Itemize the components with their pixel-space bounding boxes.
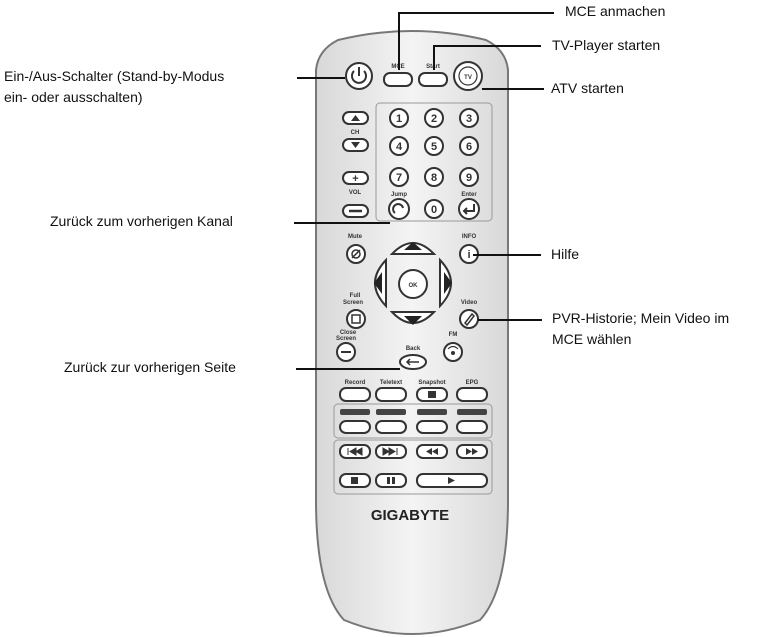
mute-button[interactable] [346, 244, 366, 264]
callout-prev-channel: Zurück zum vorherigen Kanal [50, 213, 233, 229]
callout-help: Hilfe [551, 246, 580, 262]
ok-button[interactable]: OK [398, 269, 428, 299]
back-button[interactable] [399, 354, 427, 370]
digit-1-button[interactable]: 1 [389, 108, 409, 128]
teletext-button[interactable] [375, 387, 407, 402]
fullscreen-label: Screen [343, 300, 363, 306]
callout-power-1: Ein-/Aus-Schalter (Stand-by-Modus [4, 68, 225, 84]
tv-label: TV [464, 75, 472, 81]
callout-line-prev-channel [294, 222, 390, 224]
video-button[interactable] [459, 309, 479, 329]
svg-text:i: i [467, 249, 470, 261]
svg-text:2: 2 [431, 113, 437, 125]
callout-line-help [473, 254, 541, 256]
callout-line-tv-player-v [433, 45, 435, 70]
fullscreen-button[interactable] [346, 309, 366, 329]
svg-text:9: 9 [466, 172, 472, 184]
digit-0-button[interactable]: 0 [424, 199, 444, 219]
svg-text:5: 5 [431, 141, 437, 153]
digit-8-button[interactable]: 8 [424, 167, 444, 187]
callout-atv: ATV starten [551, 80, 624, 96]
svg-text:1: 1 [396, 113, 402, 125]
play-button[interactable] [416, 473, 488, 488]
numpad-panel [375, 102, 493, 222]
epg-label: EPG [466, 380, 479, 386]
callout-mce-on: MCE anmachen [565, 3, 666, 19]
close-screen-button[interactable] [336, 342, 356, 362]
color-key-4[interactable] [456, 409, 488, 434]
fm-button[interactable] [443, 342, 463, 362]
mce-button[interactable] [383, 72, 413, 87]
digit-7-button[interactable]: 7 [389, 167, 409, 187]
vol-label: VOL [349, 190, 362, 196]
svg-text:+: + [352, 173, 358, 185]
record-button[interactable] [339, 387, 371, 402]
svg-text:4: 4 [396, 141, 403, 153]
closescreen-label: Screen [336, 336, 356, 342]
callout-pvr-2: MCE wählen [552, 331, 632, 347]
callout-pvr-1: PVR-Historie; Mein Video im [552, 310, 730, 326]
svg-text:0: 0 [431, 204, 437, 216]
svg-text:3: 3 [466, 113, 472, 125]
epg-button[interactable] [456, 387, 488, 402]
enter-label: Enter [461, 192, 477, 198]
prev-track-button[interactable] [339, 444, 371, 459]
start-button[interactable] [418, 72, 448, 87]
close-label: Close [340, 330, 357, 336]
digit-4-button[interactable]: 4 [389, 136, 409, 156]
tv-button[interactable]: TV [453, 61, 483, 91]
jump-label: Jump [391, 192, 407, 198]
stop-button[interactable] [339, 473, 371, 488]
digit-6-button[interactable]: 6 [459, 136, 479, 156]
callout-line-mce-v [398, 12, 400, 70]
digit-9-button[interactable]: 9 [459, 167, 479, 187]
svg-text:6: 6 [466, 141, 472, 153]
rewind-button[interactable] [416, 444, 448, 459]
callout-line-power [297, 77, 345, 79]
back-label: Back [406, 346, 421, 352]
callout-power-2: ein- oder ausschalten) [4, 89, 143, 105]
callout-line-mce [398, 12, 554, 14]
teletext-label: Teletext [380, 380, 402, 386]
callout-line-atv [482, 88, 544, 90]
color-key-3[interactable] [416, 409, 448, 434]
full-label: Full [350, 293, 361, 299]
ch-label: CH [351, 130, 360, 136]
fast-forward-button[interactable] [456, 444, 488, 459]
callout-prev-page: Zurück zur vorherigen Seite [64, 359, 236, 375]
vol-up-button[interactable] [342, 171, 369, 185]
enter-button[interactable] [458, 198, 480, 220]
color-key-1[interactable] [339, 409, 371, 434]
fm-label: FM [449, 332, 458, 338]
callout-tv-player: TV-Player starten [552, 37, 661, 53]
record-label: Record [345, 380, 366, 386]
power-button[interactable] [345, 62, 373, 90]
video-label: Video [461, 300, 478, 306]
next-track-button[interactable] [375, 444, 407, 459]
digit-2-button[interactable]: 2 [424, 108, 444, 128]
snapshot-label: Snapshot [418, 380, 445, 386]
pause-button[interactable] [375, 473, 407, 488]
color-key-2[interactable] [375, 409, 407, 434]
brand-logo: GIGABYTE [371, 507, 449, 524]
callout-line-pvr [478, 319, 542, 321]
callout-line-prev-page [296, 368, 400, 370]
mute-label: Mute [348, 234, 363, 240]
jump-button[interactable] [388, 198, 410, 220]
svg-text:7: 7 [396, 172, 402, 184]
dpad: OK [374, 242, 452, 325]
digit-3-button[interactable]: 3 [459, 108, 479, 128]
info-label: INFO [462, 234, 477, 240]
ok-label: OK [409, 283, 419, 289]
svg-text:8: 8 [431, 172, 437, 184]
callout-line-tv-player [433, 45, 541, 47]
digit-5-button[interactable]: 5 [424, 136, 444, 156]
